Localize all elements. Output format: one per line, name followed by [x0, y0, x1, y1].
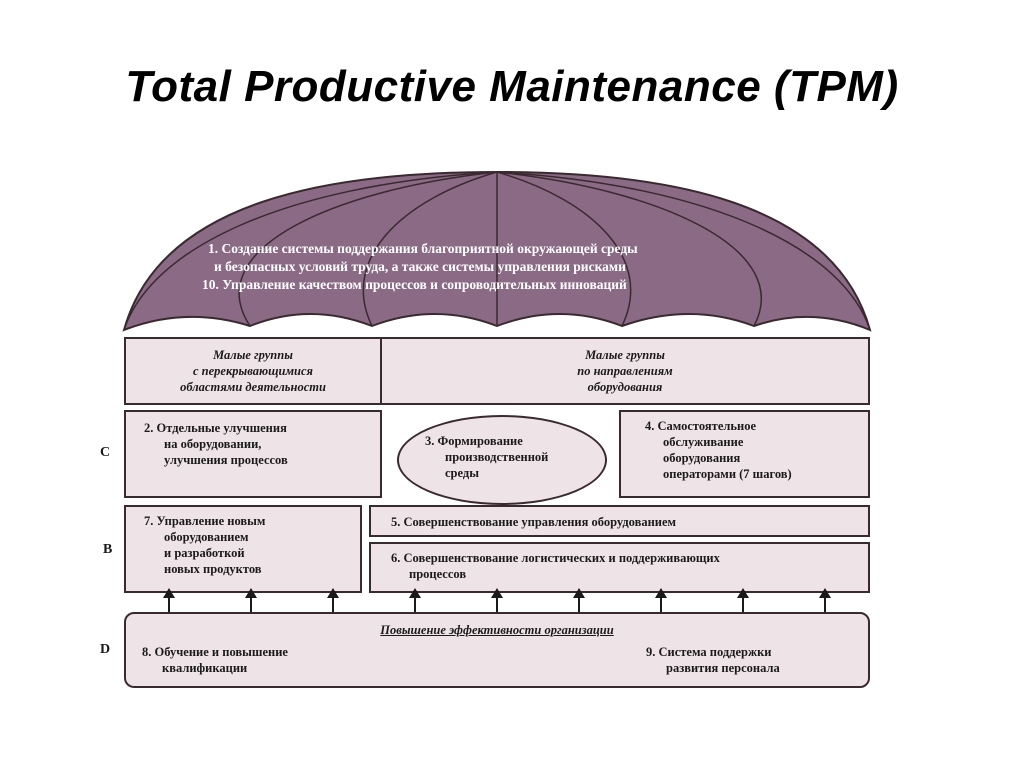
box-3-line-1: 3. Формирование — [425, 434, 523, 448]
box-6-line-1: 6. Совершенствование логистических и под… — [391, 551, 720, 565]
foundation-box: Повышение эффективности организации 8. О… — [124, 612, 870, 688]
up-arrow-2 — [245, 588, 257, 614]
box-4-autonomous: 4. Самостоятельное обслуживание оборудов… — [619, 410, 870, 498]
up-arrow-9 — [819, 588, 831, 614]
row-label-b: B — [103, 542, 113, 557]
umbrella-ribs — [123, 171, 871, 331]
up-arrow-8 — [737, 588, 749, 614]
page-title: Total Productive Maintenance (TPM) — [125, 62, 899, 111]
box-9-line-2: развития персонала — [666, 661, 780, 675]
box-8-line-1: 8. Обучение и повышение — [142, 645, 288, 659]
ellipse-3-environment: 3. Формирование производственной среды — [397, 415, 607, 505]
up-arrow-1 — [163, 588, 175, 614]
small-groups-right-title: Малые группы — [585, 348, 665, 362]
box-8-line-2: квалификации — [162, 661, 248, 675]
box-7-new-equipment: 7. Управление новым оборудованием и разр… — [124, 505, 362, 593]
box-4-line-3: оборудования — [663, 451, 741, 465]
small-groups-right: Малые группы по направлениям оборудовани… — [380, 337, 870, 405]
up-arrow-7 — [655, 588, 667, 614]
row-label-d: D — [100, 642, 111, 657]
umbrella-line-3: 10. Управление качеством процессов и соп… — [202, 277, 627, 292]
small-groups-left: Малые группы с перекрывающимися областям… — [124, 337, 382, 405]
box-4-line-2: обслуживание — [663, 435, 744, 449]
small-groups-left-sub1: с перекрывающимися — [193, 364, 313, 378]
box-2-line-2: на оборудовании, — [164, 437, 262, 451]
box-7-line-2: оборудованием — [164, 530, 249, 544]
up-arrow-5 — [491, 588, 503, 614]
umbrella-line-2: и безопасных условий труда, а также сист… — [214, 259, 626, 274]
box-3-line-3: среды — [445, 466, 479, 480]
up-arrow-6 — [573, 588, 585, 614]
box-9-staff-support: 9. Система поддержки развития персонала — [646, 644, 780, 676]
box-4-line-4: операторами (7 шагов) — [663, 467, 792, 481]
foundation-title: Повышение эффективности организации — [380, 623, 614, 637]
box-7-line-1: 7. Управление новым — [144, 514, 266, 528]
box-2-line-3: улучшения процессов — [164, 453, 288, 467]
umbrella-canopy — [122, 170, 872, 332]
small-groups-right-sub2: оборудования — [587, 380, 663, 394]
box-8-training: 8. Обучение и повышение квалификации — [142, 644, 288, 676]
box-3-line-2: производственной — [445, 450, 549, 464]
small-groups-left-sub2: областями деятельности — [180, 380, 326, 394]
umbrella-line-1: 1. Создание системы поддержания благопри… — [208, 241, 638, 256]
box-4-line-1: 4. Самостоятельное — [645, 419, 756, 433]
up-arrow-4 — [409, 588, 421, 614]
box-2-line-1: 2. Отдельные улучшения — [144, 421, 287, 435]
box-7-line-3: и разработкой — [164, 546, 245, 560]
box-5-text: 5. Совершенствование управления оборудов… — [391, 515, 677, 529]
up-arrow-3 — [327, 588, 339, 614]
box-9-line-1: 9. Система поддержки — [646, 645, 772, 659]
box-6-logistics: 6. Совершенствование логистических и под… — [369, 542, 870, 593]
box-2-improvements: 2. Отдельные улучшения на оборудовании, … — [124, 410, 382, 498]
box-6-line-2: процессов — [409, 567, 467, 581]
row-label-c: C — [100, 445, 111, 460]
box-5-equipment-management: 5. Совершенствование управления оборудов… — [369, 505, 870, 537]
small-groups-left-title: Малые группы — [213, 348, 293, 362]
box-7-line-4: новых продуктов — [164, 562, 262, 576]
small-groups-right-sub1: по направлениям — [577, 364, 673, 378]
umbrella-text: 1. Создание системы поддержания благопри… — [190, 240, 810, 294]
